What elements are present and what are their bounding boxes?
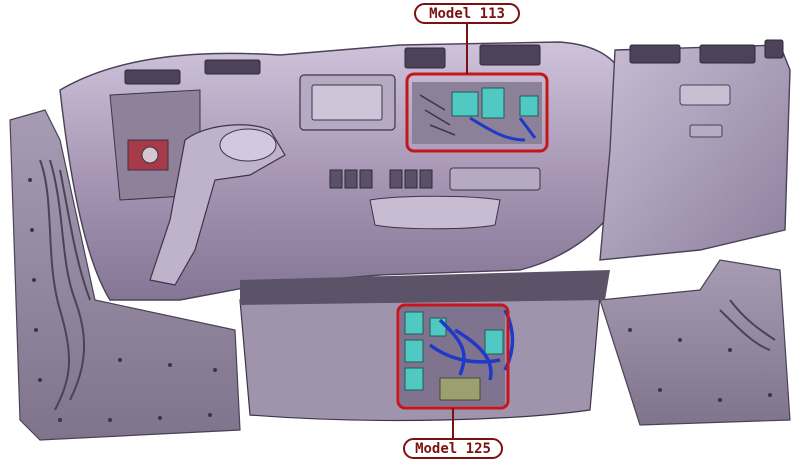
label-model-113: Model 113	[414, 3, 520, 24]
label-model-113-text: Model 113	[429, 6, 505, 22]
label-model-125-text: Model 125	[415, 441, 491, 457]
left-panel-holes	[28, 178, 217, 422]
switch-row	[329, 169, 433, 189]
radio-inner	[311, 84, 383, 121]
module-125-components	[400, 306, 515, 406]
hvac-control	[449, 167, 541, 191]
left-wiring-harness	[39, 159, 91, 411]
glovebox-handle	[679, 84, 731, 106]
left-bracket-panel	[9, 109, 241, 441]
right-bracket-panel	[599, 259, 791, 426]
module-113-components	[412, 82, 542, 144]
lower-shadow	[240, 270, 610, 305]
steering-hub	[219, 128, 277, 162]
cluster-gauge	[141, 146, 159, 164]
steering-column	[149, 124, 286, 286]
air-vents	[124, 39, 784, 85]
cup-holder-tray	[369, 195, 501, 230]
callout-box-model-113	[405, 72, 549, 153]
right-wiring-harness	[719, 299, 776, 351]
right-panel-holes	[628, 328, 772, 402]
glovebox-section	[599, 44, 791, 261]
label-model-125: Model 125	[403, 438, 503, 459]
glovebox-latch	[689, 124, 723, 138]
